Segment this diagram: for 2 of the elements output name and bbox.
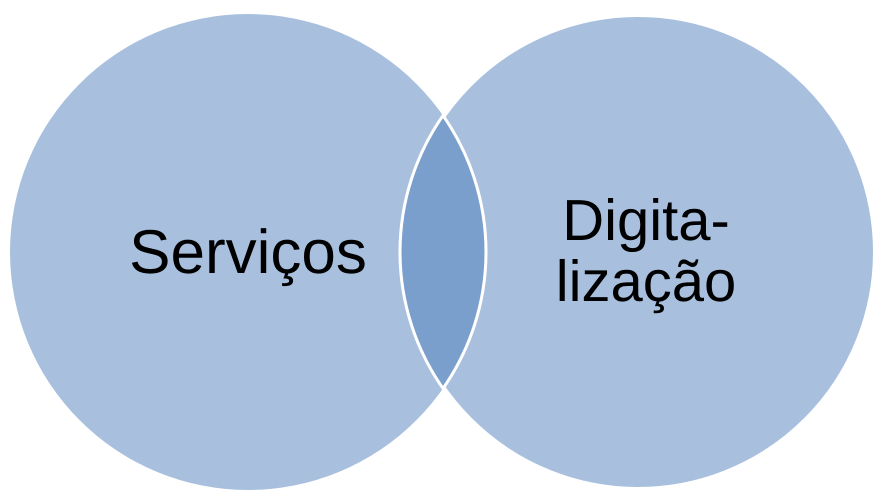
circle-label: Serviços bbox=[98, 220, 398, 285]
circle-label: Digita- lização bbox=[526, 191, 766, 313]
